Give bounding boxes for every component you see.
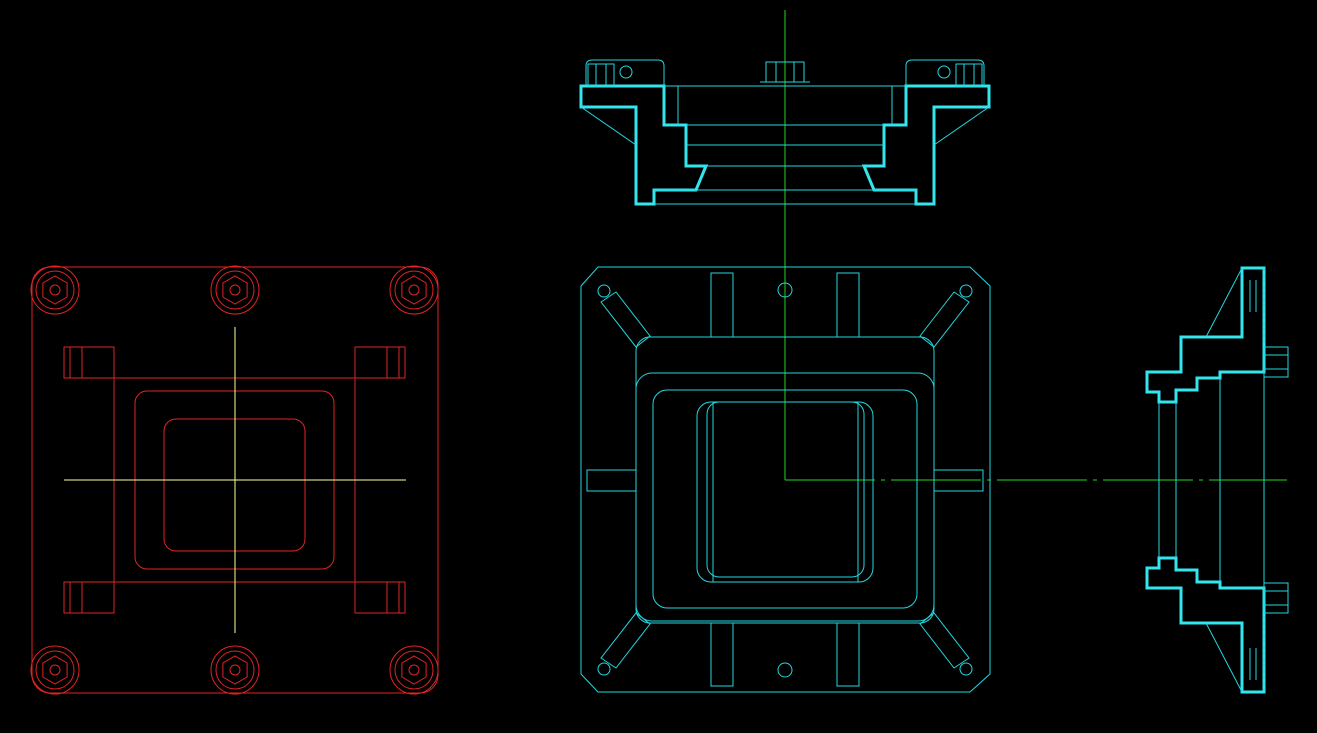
rib-top-left xyxy=(710,272,734,338)
rib-diag-bl xyxy=(600,612,651,669)
hole-tl xyxy=(597,284,611,298)
hole-bl xyxy=(597,662,611,676)
side-section-view xyxy=(1145,266,1289,694)
side-section-details xyxy=(1158,267,1289,693)
rib-right xyxy=(933,469,984,492)
rib-bottom-left xyxy=(710,622,734,687)
left-clamp-tr xyxy=(354,346,406,379)
hole-tr xyxy=(959,284,973,298)
bolt-head-icon xyxy=(30,265,80,315)
left-clamp-bl xyxy=(63,581,115,614)
rib-top-right xyxy=(836,272,860,338)
front-plan-view xyxy=(580,266,991,693)
plan-outer-plate xyxy=(580,266,991,693)
main-centerlines xyxy=(784,10,1287,481)
rib-bottom-right xyxy=(836,622,860,687)
rib-left xyxy=(586,469,637,492)
hole-top xyxy=(777,282,793,298)
rib-diag-tr xyxy=(919,291,970,348)
rib-diag-tl xyxy=(600,291,651,348)
left-clamp-br xyxy=(354,581,406,614)
left-outer-frame xyxy=(31,266,439,694)
plan-recess xyxy=(652,389,918,609)
top-section-details xyxy=(580,59,990,205)
bolt-head-icon xyxy=(210,265,260,315)
hole-br xyxy=(959,662,973,676)
top-section-view xyxy=(579,59,991,206)
left-centerlines xyxy=(64,327,406,633)
bolt-head-icon xyxy=(389,645,439,695)
plan-frame-inner xyxy=(635,372,935,622)
left-bolt-heads xyxy=(30,265,439,695)
left-clamp-tl xyxy=(63,346,115,379)
plan-opening-inner xyxy=(706,401,865,578)
bolt-head-icon xyxy=(389,265,439,315)
hole-bottom xyxy=(777,662,793,678)
rib-diag-br xyxy=(919,612,970,669)
bolt-head-icon xyxy=(210,645,260,695)
bolt-head-icon xyxy=(30,645,80,695)
